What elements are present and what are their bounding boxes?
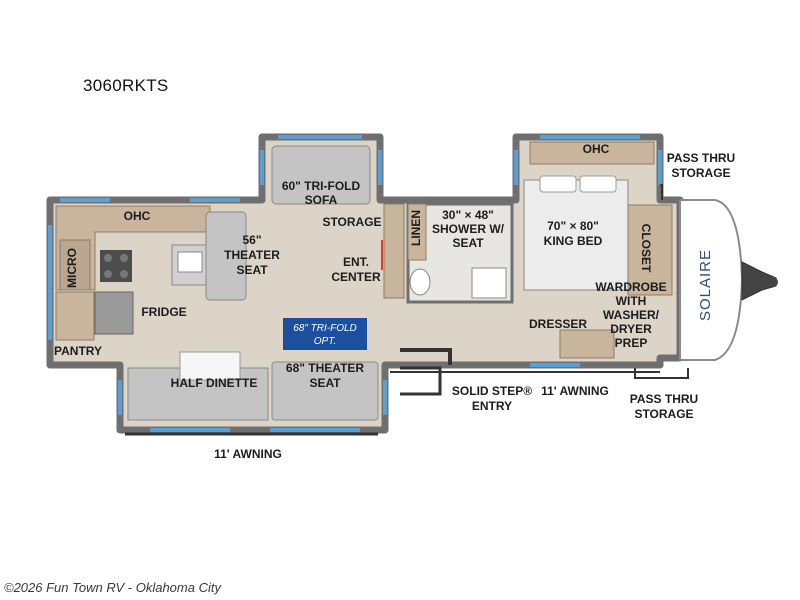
- tri-fold-sofa: [271, 145, 371, 205]
- label-sofa-l1: 60" TRI-FOLD: [282, 179, 361, 193]
- tri-fold-opt-line1: 68" TRI-FOLD: [293, 323, 357, 334]
- label-fridge: FRIDGE: [141, 305, 186, 319]
- label-awning-right: 11' AWNING: [541, 384, 609, 398]
- pass-thru-bracket-top: [660, 184, 663, 200]
- solid-step: [400, 366, 442, 396]
- label-micro: MICRO: [65, 248, 79, 288]
- label-king-bed-l2: KING BED: [544, 234, 603, 248]
- label-half-dinette: HALF DINETTE: [171, 376, 258, 390]
- label-pass-thru-top-l1: PASS THRU: [667, 151, 735, 165]
- burner: [120, 254, 128, 262]
- tri-fold-opt-line2: OPT.: [314, 336, 336, 347]
- burner: [104, 270, 112, 278]
- label-dresser: DRESSER: [529, 317, 587, 331]
- label-theater-56-l3: SEAT: [236, 263, 268, 277]
- tri-fold-opt-box: [283, 318, 367, 350]
- pass-thru-bracket-bottom: [634, 368, 689, 379]
- burner: [104, 254, 112, 262]
- king-bed: [523, 179, 629, 291]
- pillow: [539, 175, 577, 193]
- label-wardrobe-l1: WARDROBE: [595, 280, 666, 294]
- label-ent-center-l1: ENT.: [343, 255, 369, 269]
- label-wardrobe-l3: WASHER/: [603, 308, 660, 322]
- label-linen: LINEN: [409, 210, 423, 246]
- label-theater-68-l2: SEAT: [309, 376, 341, 390]
- closet: [627, 204, 673, 296]
- kitchen-counter: [55, 205, 211, 291]
- label-king-bed-l1: 70" × 80": [547, 219, 599, 233]
- label-awning-left: 11' AWNING: [214, 447, 282, 461]
- label-theater-56-l2: THEATER: [224, 248, 280, 262]
- footer-credit: ©2026 Fun Town RV - Oklahoma City: [4, 580, 221, 595]
- label-pass-thru-bottom-l1: PASS THRU: [630, 392, 698, 406]
- label-theater-56-l1: 56": [242, 233, 261, 247]
- linen-cabinet: [407, 203, 427, 261]
- label-pass-thru-top-l2: STORAGE: [671, 166, 730, 180]
- dinette-table: [179, 351, 241, 381]
- label-ent-center-l2: CENTER: [331, 270, 381, 284]
- micro-cabinet: [59, 239, 91, 291]
- label-wardrobe-l5: PREP: [615, 336, 648, 350]
- theater-seat-68: [271, 361, 379, 421]
- label-shower-l1: 30" × 48": [442, 208, 494, 222]
- dresser: [559, 329, 615, 359]
- theater-seat-56: [205, 211, 247, 301]
- label-wardrobe-l4: DRYER: [610, 322, 652, 336]
- label-shower-l2: SHOWER W/: [432, 222, 505, 236]
- burner: [120, 270, 128, 278]
- label-shower-l3: SEAT: [452, 236, 484, 250]
- toilet: [409, 268, 431, 296]
- label-sofa-l2: SOFA: [305, 193, 338, 207]
- stove: [100, 250, 132, 282]
- label-ohc-kitchen: OHC: [124, 209, 151, 223]
- label-storage: STORAGE: [322, 215, 381, 229]
- label-pass-thru-bottom-l2: STORAGE: [634, 407, 693, 421]
- label-closet: CLOSET: [639, 224, 653, 273]
- label-wardrobe-l2: WITH: [616, 294, 647, 308]
- label-theater-68-l1: 68" THEATER: [286, 361, 364, 375]
- label-solid-step-l1: SOLID STEP®: [452, 384, 532, 398]
- label-solid-step-l2: ENTRY: [472, 399, 512, 413]
- fridge: [94, 291, 134, 335]
- sink-basin: [177, 251, 203, 273]
- label-ohc-bedroom: OHC: [583, 142, 610, 156]
- windows: [48, 135, 662, 432]
- entry-door: [400, 348, 452, 365]
- ent-center-cabinet: [383, 203, 405, 299]
- bath-sink: [471, 267, 507, 299]
- hitch-coupler: [768, 277, 778, 287]
- pantry-cabinet: [55, 291, 95, 341]
- label-pantry: PANTRY: [54, 344, 102, 358]
- brand-mark: SOLAIRE: [697, 249, 714, 321]
- pillow: [579, 175, 617, 193]
- bedroom-ohc: [529, 141, 655, 165]
- model-number: 3060RKTS: [83, 76, 169, 95]
